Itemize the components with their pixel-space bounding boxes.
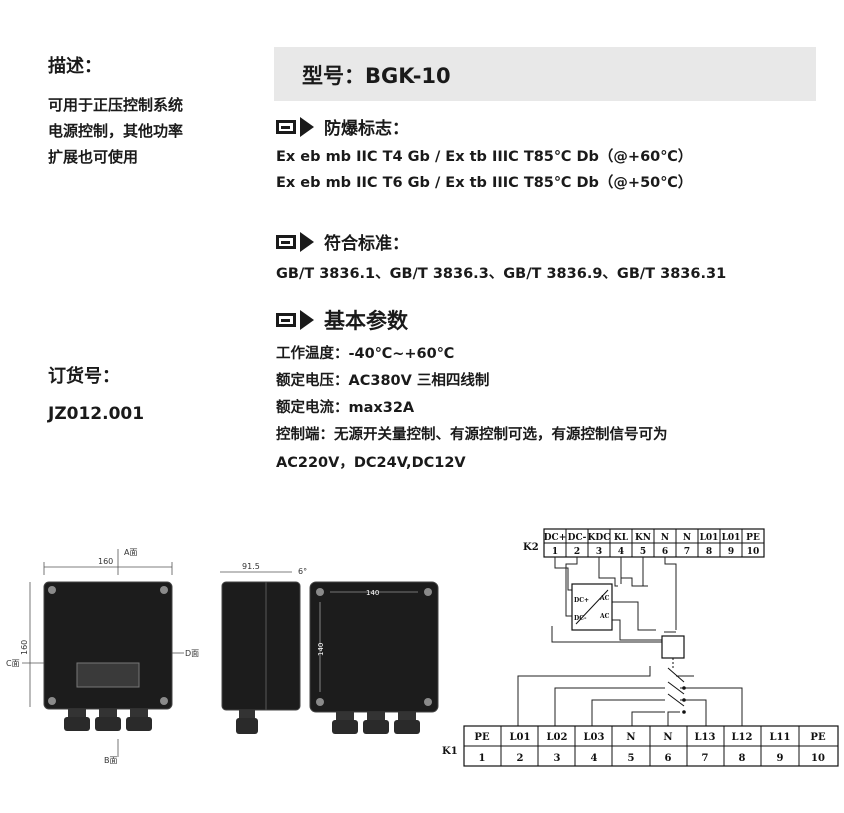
description-line: 可用于正压控制系统 — [48, 96, 184, 114]
section-tag-icon — [276, 231, 314, 252]
side-view-drawing: 91.5 6° — [220, 562, 307, 734]
order-number-label: 订货号： — [48, 366, 120, 387]
k1-terminal-name: L13 — [695, 732, 716, 743]
k1-terminal-name: L12 — [732, 732, 753, 743]
model-title: 型号：BGK-10 — [302, 64, 451, 88]
k2-terminal-name: L01 — [700, 533, 719, 543]
k2-terminal-block: DC+ DC- KDC KL KN N N L01 L01 PE 1 2 3 4… — [543, 528, 765, 558]
k1-terminal-number: 5 — [628, 753, 635, 764]
k1-terminal-number: 3 — [554, 753, 561, 764]
param-line: 额定电压：AC380V 三相四线制 — [276, 373, 490, 389]
k2-terminal-number: 2 — [574, 547, 580, 557]
label-a-face: A面 — [124, 548, 137, 557]
front-height-dim: 160 — [20, 640, 29, 655]
k2-terminal-name: KDC — [588, 533, 611, 543]
label-b-face: B面 — [104, 756, 118, 765]
k2-label: K2 — [523, 542, 539, 553]
k1-terminal-number: 4 — [591, 753, 598, 764]
description-line: 电源控制，其他功率 — [48, 122, 184, 140]
k1-terminal-number: 6 — [665, 753, 672, 764]
back-width-dim: 140 — [366, 589, 379, 597]
k1-terminal-name: L02 — [547, 732, 568, 743]
k2-terminal-name: KL — [614, 533, 629, 543]
side-width-dim: 91.5 — [242, 562, 260, 571]
description-text: 可用于正压控制系统 电源控制，其他功率 扩展也可使用 — [48, 92, 248, 170]
side-angle-dim: 6° — [298, 567, 307, 576]
standards-heading-text: 符合标准： — [324, 234, 409, 254]
k2-terminal-name: N — [661, 533, 669, 543]
converter-ac-1: AC — [599, 595, 610, 602]
k2-terminal-name: PE — [746, 533, 760, 543]
k1-terminal-number: 2 — [517, 753, 524, 764]
order-number-value: JZ012.001 — [48, 404, 145, 424]
label-d-face: D面 — [185, 649, 199, 658]
label-c-face: C面 — [6, 659, 20, 668]
k2-terminal-number: 6 — [662, 547, 668, 557]
model-bar: 型号：BGK-10 — [274, 47, 816, 101]
k2-terminal-name: DC- — [568, 533, 587, 543]
section-tag-icon — [276, 116, 314, 137]
k1-terminal-number: 7 — [702, 753, 709, 764]
back-view-drawing: 140 140 — [309, 581, 439, 734]
ex-mark-heading: 防爆标志： — [276, 114, 409, 139]
k2-terminal-number: 4 — [618, 547, 624, 557]
k1-terminal-number: 10 — [811, 753, 825, 764]
ex-mark-line: Ex eb mb IIC T4 Gb / Ex tb IIIC T85℃ Db（… — [276, 149, 693, 165]
description-label: 描述： — [48, 56, 102, 77]
converter-ac-2: AC — [599, 613, 610, 620]
k2-terminal-number: 3 — [596, 547, 602, 557]
converter-dc-plus: DC+ — [574, 597, 589, 604]
standards-heading: 符合标准： — [276, 229, 409, 254]
section-tag-icon — [276, 310, 314, 330]
front-view-drawing: 160 A面 160 C面 D面 B面 — [6, 548, 199, 765]
k2-terminal-name: KN — [635, 533, 651, 543]
wiring-diagram: K2 DC+ DC- KDC KL KN N N L01 L01 PE 1 2 … — [442, 528, 839, 767]
back-height-dim: 140 — [317, 643, 325, 656]
params-heading: 基本参数 — [276, 305, 408, 335]
params-heading-text: 基本参数 — [324, 309, 408, 333]
k2-terminal-number: 5 — [640, 547, 646, 557]
k1-terminal-name: PE — [474, 732, 490, 743]
k2-terminal-number: 7 — [684, 547, 690, 557]
k2-terminal-name: L01 — [722, 533, 741, 543]
k1-label: K1 — [442, 746, 458, 757]
dc-ac-converter: DC+ DC- AC AC — [571, 583, 613, 631]
k2-terminal-number: 8 — [706, 547, 712, 557]
param-line: 控制端：无源开关量控制、有源控制可选，有源控制信号可为 — [276, 427, 668, 443]
wiring-lines — [517, 557, 743, 726]
k1-terminal-number: 9 — [777, 753, 784, 764]
k1-terminal-name: N — [663, 732, 672, 743]
k1-terminal-name: N — [626, 732, 635, 743]
converter-dc-minus: DC- — [574, 615, 587, 622]
k1-terminal-name: L11 — [770, 732, 791, 743]
param-line: AC220V，DC24V,DC12V — [276, 455, 466, 471]
k1-terminal-number: 8 — [739, 753, 746, 764]
k1-terminal-name: L03 — [584, 732, 605, 743]
k2-terminal-name: DC+ — [544, 533, 567, 543]
description-line: 扩展也可使用 — [48, 148, 139, 166]
ex-mark-line: Ex eb mb IIC T6 Gb / Ex tb IIIC T85℃ Db（… — [276, 175, 693, 191]
param-line: 额定电流：max32A — [276, 400, 415, 416]
k1-terminal-block: PE L01 L02 L03 N N L13 L12 L11 PE 1 2 3 … — [463, 725, 839, 767]
k2-terminal-number: 1 — [552, 547, 558, 557]
ex-mark-heading-text: 防爆标志： — [324, 119, 409, 139]
k1-terminal-number: 1 — [479, 753, 486, 764]
k2-terminal-number: 10 — [747, 547, 760, 557]
front-width-dim: 160 — [98, 557, 113, 566]
k1-terminal-name: L01 — [510, 732, 531, 743]
standards-line: GB/T 3836.1、GB/T 3836.3、GB/T 3836.9、GB/T… — [276, 266, 727, 282]
param-line: 工作温度：-40℃~+60℃ — [276, 346, 455, 362]
relay — [661, 635, 686, 714]
k1-terminal-name: PE — [810, 732, 826, 743]
k2-terminal-number: 9 — [728, 547, 734, 557]
k2-terminal-name: N — [683, 533, 691, 543]
